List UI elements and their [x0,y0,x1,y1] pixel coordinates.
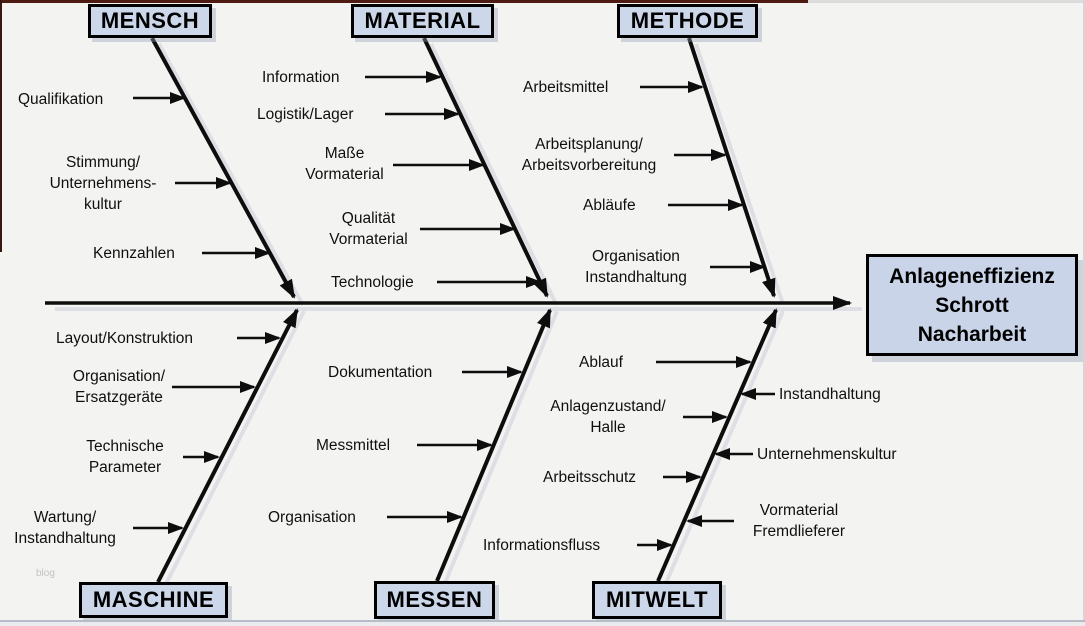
cause-unternehmenskultur: Unternehmenskultur [757,446,897,463]
category-box-methode: METHODE [617,4,758,38]
right-edge-line [1083,0,1085,626]
category-box-mitwelt: MITWELT [592,581,722,619]
cause-organisation-instandhaltung: Organisation Instandhaltung [585,248,687,286]
cause-organisation-messen: Organisation [268,509,356,526]
cause-wartung-instandhaltung: Wartung/ Instandhaltung [14,509,116,547]
cause-logistik-lager: Logistik/Lager [257,106,354,123]
cause-anlagenzustand-halle: Anlagenzustand/ Halle [550,398,666,436]
bottom-edge-line [0,620,1085,622]
top-edge-light [808,0,1085,3]
branch-maschine [156,308,299,583]
bottom-edge-light [0,622,1085,626]
cause-arbeitsmittel: Arbeitsmittel [523,79,609,96]
cause-arbeitsschutz: Arbeitsschutz [543,469,637,486]
cause-qualifikation: Qualifikation [18,91,104,108]
category-box-mensch: MENSCH [88,4,212,38]
category-box-maschine: MASCHINE [79,582,228,618]
bone-shadows [55,43,862,585]
cause-messmittel: Messmittel [316,437,391,454]
cause-information: Information [262,69,340,86]
category-box-material: MATERIAL [351,4,494,38]
category-box-messen: MESSEN [374,581,495,619]
cause-ablaeufe: Abläufe [583,197,636,214]
branch-mitwelt [656,308,778,582]
cause-qualitaet-vormaterial: Qualität Vormaterial [329,210,408,248]
cause-arbeitsplanung-arbeitsvorbereitung: Arbeitsplanung/ Arbeitsvorbereitung [521,136,657,174]
branch-material [422,37,549,298]
bottom-branches [156,308,778,583]
cause-layout-konstruktion: Layout/Konstruktion [56,330,194,347]
branch-messen [435,308,552,582]
cause-informationsfluss: Informationsfluss [483,537,601,554]
cause-ablauf: Ablauf [579,354,623,371]
cause-organisation-ersatzgeraete: Organisation/ Ersatzgeräte [72,368,166,406]
cause-technologie: Technologie [331,274,414,291]
cause-instandhaltung: Instandhaltung [779,386,881,403]
cause-masse-vormaterial: Maße Vormaterial [305,145,384,183]
cause-technische-parameter: Technische Parameter [86,438,164,476]
cause-stimmung-unternehmenskultur: Stimmung/ Unternehmens- kultur [49,154,157,213]
cause-arrows [133,71,775,551]
cause-kennzahlen: Kennzahlen [93,245,175,262]
cause-dokumentation: Dokumentation [328,364,433,381]
top-edge-strip [0,0,808,3]
watermark-text: blog [36,568,55,579]
left-edge-strip [0,0,2,252]
effect-box: Anlageneffizienz Schrott Nacharbeit [866,254,1078,356]
cause-vormaterial-fremdlieferer: Vormaterial Fremdlieferer [752,502,846,540]
